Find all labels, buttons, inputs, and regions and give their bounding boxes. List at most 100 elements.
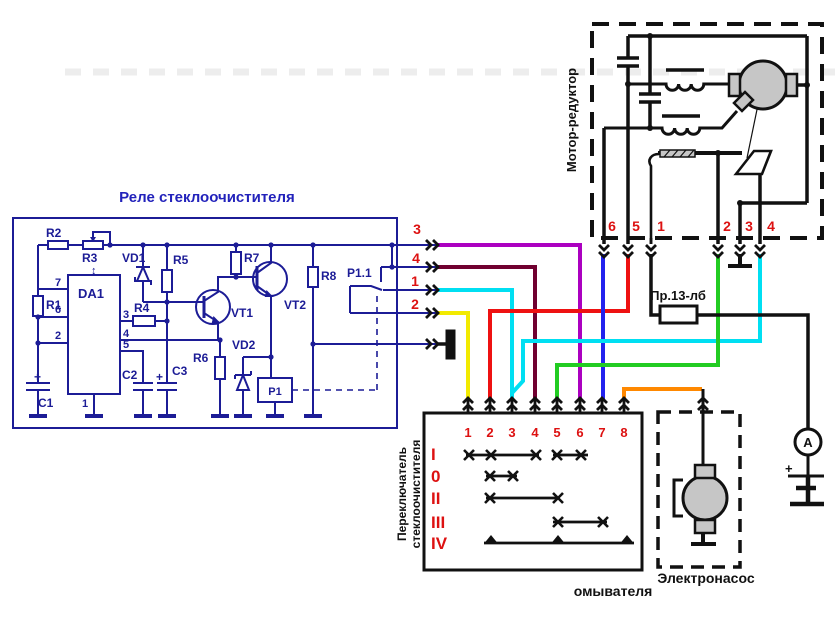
cam-blade [733, 149, 773, 176]
label-vd1: VD1 [122, 251, 146, 265]
label-c2: C2 [122, 368, 138, 382]
switch-position-0: 0 [431, 467, 440, 486]
c3-plus: + [156, 370, 163, 384]
breaker-hatching [663, 149, 695, 158]
switch-pin-7: 7 [598, 425, 605, 440]
da1-left-pins [38, 288, 68, 344]
motor-terminal-2: 2 [723, 218, 731, 234]
motor-terminal-6: 6 [608, 218, 616, 234]
da1-pin7: 7 [55, 277, 61, 289]
pump-ground [691, 533, 716, 546]
da1-pin1: 1 [82, 398, 88, 410]
motor-cap1-pin5 [617, 36, 639, 244]
motor-case-rail [628, 34, 809, 203]
capacitor-c1 [26, 382, 50, 416]
switch-box [422, 411, 644, 572]
label-vd2: VD2 [232, 338, 256, 352]
motor-box [590, 22, 824, 240]
resistor-r5 [161, 269, 173, 293]
battery-plus: + [785, 461, 793, 476]
wire-red-motor5-switch2 [488, 254, 630, 399]
switch-label-line1: Переключатель [395, 447, 409, 541]
resistor-r7 [230, 251, 242, 275]
da1-pin5-c2 [120, 350, 153, 416]
wire-cyan-relay1-switch3 [438, 288, 514, 399]
r3-wiper-arrowhead [90, 237, 96, 242]
motor-terminal-3: 3 [745, 218, 753, 234]
p1-mechanical-link [292, 295, 378, 391]
pump-box [656, 410, 742, 569]
wire-green-motor2-switch5 [555, 254, 720, 399]
choke1-coil [628, 82, 729, 92]
motor-terminal-4: 4 [767, 218, 775, 234]
switch-position-IV: IV [431, 534, 448, 553]
label-p1-1: P1.1 [347, 266, 372, 280]
motor-brush-left [727, 72, 742, 98]
motor-block-label: Мотор-редуктор [564, 68, 579, 172]
diode-vd2 [234, 356, 271, 416]
label-r8: R8 [321, 269, 337, 283]
r5-c3-branch [157, 245, 177, 416]
switch-pin-4: 4 [531, 425, 539, 440]
relay-junction-dots [35, 237, 395, 360]
relay-terminal-2: 2 [411, 296, 419, 312]
motor-stubs [602, 238, 762, 244]
feed-wire-black [649, 254, 810, 429]
switch-position-III: III [431, 513, 445, 532]
label-vt2: VT2 [284, 298, 306, 312]
label-r4: R4 [134, 301, 150, 315]
wire-purple-relay3-switch6 [438, 243, 582, 399]
switch-pin-6: 6 [576, 425, 583, 440]
diode-vd1 [134, 245, 152, 302]
da1-pin6: 6 [55, 304, 61, 316]
switch-pin-5: 5 [553, 425, 560, 440]
fuse-label: Пр.13-лб [650, 288, 706, 303]
label-r3: R3 [82, 251, 98, 265]
red-terminal-labels: 3 4 1 2 6 5 1 2 3 4 1 2 3 4 5 6 7 8 I 0 … [411, 218, 775, 553]
battery-positive-plate [788, 455, 824, 478]
relay-terminal-stubs [397, 244, 438, 345]
motor-brush-tilted [732, 90, 755, 113]
relay-terminal-4: 4 [412, 250, 420, 266]
wire-orange-switch8-pump [622, 387, 702, 399]
motor-cap2 [639, 36, 661, 128]
r3-wiper-link [92, 231, 111, 245]
pump-brush-bottom [693, 518, 717, 535]
pump-label: Электронасос [657, 570, 754, 586]
relay-box [12, 217, 398, 429]
transistor-vt1 [195, 289, 231, 325]
switch-pin-2: 2 [486, 425, 493, 440]
contact-p1-1 [349, 245, 397, 314]
machine-parts [659, 59, 799, 535]
wire-maroon-relay4-switch4 [438, 265, 537, 399]
switch-pin-1: 1 [464, 425, 471, 440]
da1-pin5: 5 [123, 339, 129, 351]
da1-pin3: 3 [123, 309, 129, 321]
relay-terminal-3: 3 [413, 221, 421, 237]
label-r1: R1 [46, 298, 62, 312]
resistor-r6 [214, 356, 226, 380]
da1-pin2: 2 [55, 330, 61, 342]
switch-pin-3: 3 [508, 425, 515, 440]
resistor-r3 [82, 240, 104, 250]
label-r5: R5 [173, 253, 189, 267]
relay-title: Реле стеклоочистителя [119, 189, 295, 206]
resistor-r1 [32, 295, 44, 317]
vt2-emitter-arrow [264, 290, 274, 297]
fuse-box [658, 304, 699, 325]
switch-position-I: I [431, 445, 436, 464]
pump-armature [681, 474, 729, 522]
label-da1: DA1 [78, 286, 104, 301]
switch-position-II: II [431, 489, 440, 508]
label-c1: C1 [38, 396, 54, 410]
relay-terminal-1: 1 [411, 273, 419, 289]
resistor-r8 [307, 266, 319, 288]
da1-pin4: 4 [123, 328, 130, 340]
resistor-r4 [132, 315, 156, 327]
label-p1: P1 [268, 386, 281, 398]
pump-bracket [672, 478, 683, 518]
motor-terminal-5: 5 [632, 218, 640, 234]
ammeter-letter: A [803, 435, 813, 450]
label-r7: R7 [244, 251, 260, 265]
